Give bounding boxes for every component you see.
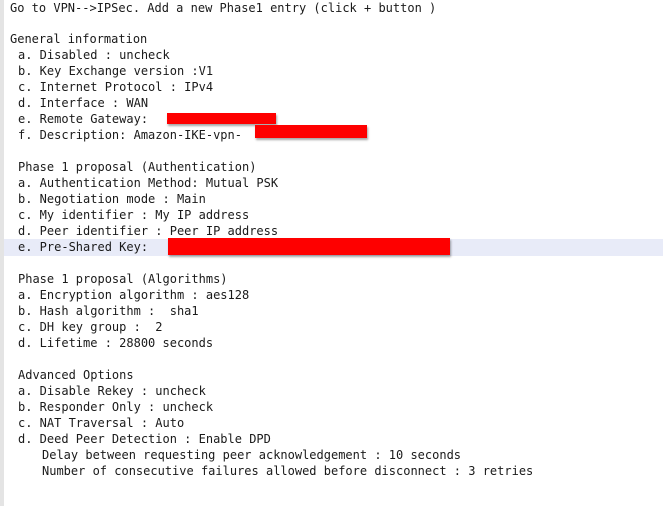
auth-item-pre-shared-key: e. Pre-Shared Key: xyxy=(18,240,149,254)
auth-item-peer-identifier: d. Peer identifier : Peer IP address xyxy=(18,224,279,238)
advanced-section-title: Advanced Options xyxy=(18,368,134,382)
algorithms-item-hash: b. Hash algorithm : sha1 xyxy=(18,304,199,318)
algorithms-item-lifetime: d. Lifetime : 28800 seconds xyxy=(18,336,214,350)
description-redaction xyxy=(255,125,367,138)
general-item-internet-protocol: c. Internet Protocol : IPv4 xyxy=(18,80,214,94)
advanced-item-responder-only: b. Responder Only : uncheck xyxy=(18,400,214,414)
auth-section-title: Phase 1 proposal (Authentication) xyxy=(18,160,257,174)
header-line: Go to VPN-->IPSec. Add a new Phase1 entr… xyxy=(10,1,437,15)
advanced-subitem-delay: Delay between requesting peer acknowledg… xyxy=(42,448,462,462)
general-item-remote-gateway: e. Remote Gateway: xyxy=(18,112,149,126)
advanced-item-dpd: d. Deed Peer Detection : Enable DPD xyxy=(18,432,271,446)
algorithms-section-title: Phase 1 proposal (Algorithms) xyxy=(18,272,228,286)
general-item-interface: d. Interface : WAN xyxy=(18,96,149,110)
pre-shared-key-redaction xyxy=(168,238,450,255)
auth-item-my-identifier: c. My identifier : My IP address xyxy=(18,208,250,222)
advanced-subitem-failures: Number of consecutive failures allowed b… xyxy=(42,464,534,478)
remote-gateway-redaction xyxy=(167,113,276,124)
general-section-title: General information xyxy=(10,32,148,46)
general-item-disabled: a. Disabled : uncheck xyxy=(18,48,170,62)
general-item-description: f. Description: Amazon-IKE-vpn- xyxy=(18,128,242,142)
advanced-item-nat-traversal: c. NAT Traversal : Auto xyxy=(18,416,185,430)
auth-item-method: a. Authentication Method: Mutual PSK xyxy=(18,176,279,190)
general-item-key-exchange: b. Key Exchange version :V1 xyxy=(18,64,214,78)
algorithms-item-dh-group: c. DH key group : 2 xyxy=(18,320,163,334)
algorithms-item-encryption: a. Encryption algorithm : aes128 xyxy=(18,288,250,302)
auth-item-negotiation-mode: b. Negotiation mode : Main xyxy=(18,192,206,206)
editor-left-margin xyxy=(0,0,4,506)
advanced-item-disable-rekey: a. Disable Rekey : uncheck xyxy=(18,384,206,398)
